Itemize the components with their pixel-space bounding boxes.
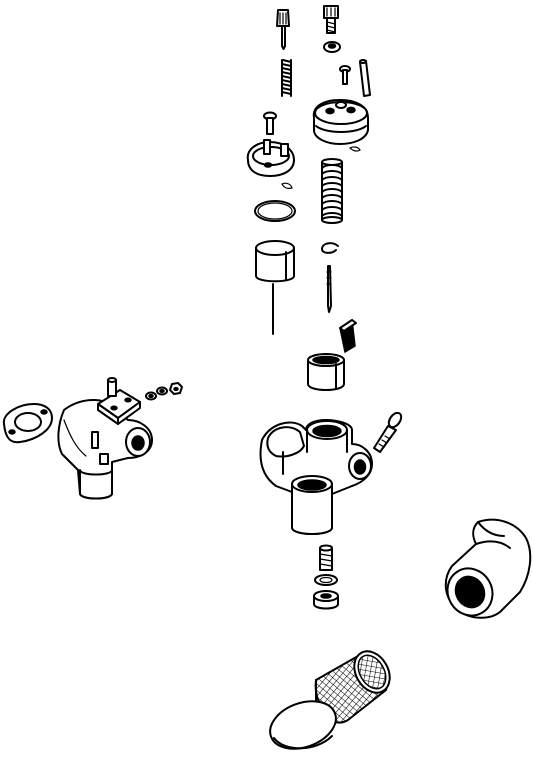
jet-holder-icon <box>314 591 338 609</box>
top-cap-screw-icon <box>324 6 338 33</box>
choke-plunger-icon <box>256 241 294 281</box>
cap-washer-icon <box>324 42 340 52</box>
float-chamber-screw-icon <box>374 411 404 452</box>
air-filter-element-icon <box>316 645 397 723</box>
assembled-carburetor-icon <box>58 378 152 499</box>
jet-needle-icon <box>327 266 331 312</box>
carburetor-body-icon <box>261 420 372 534</box>
nuts-icon <box>146 383 182 400</box>
throttle-slide-icon <box>308 354 344 390</box>
slide-stop-screw-icon <box>277 10 289 49</box>
throttle-spring-icon <box>322 159 342 223</box>
o-ring-icon <box>255 201 295 221</box>
cable-adjuster-spring-icon <box>282 60 291 96</box>
pin-icon <box>360 60 370 96</box>
filter-cap-icon <box>264 693 343 758</box>
top-cap-icon <box>314 100 368 151</box>
intake-elbow-icon <box>439 520 530 624</box>
needle-holder-icon <box>340 320 356 352</box>
choke-screw-icon <box>340 66 350 84</box>
needle-clip-icon <box>322 243 338 253</box>
choke-lever-cap-icon <box>248 113 294 189</box>
mounting-gasket-icon <box>4 404 52 442</box>
main-jet-icon <box>320 546 332 571</box>
jet-washer-icon <box>315 575 337 585</box>
